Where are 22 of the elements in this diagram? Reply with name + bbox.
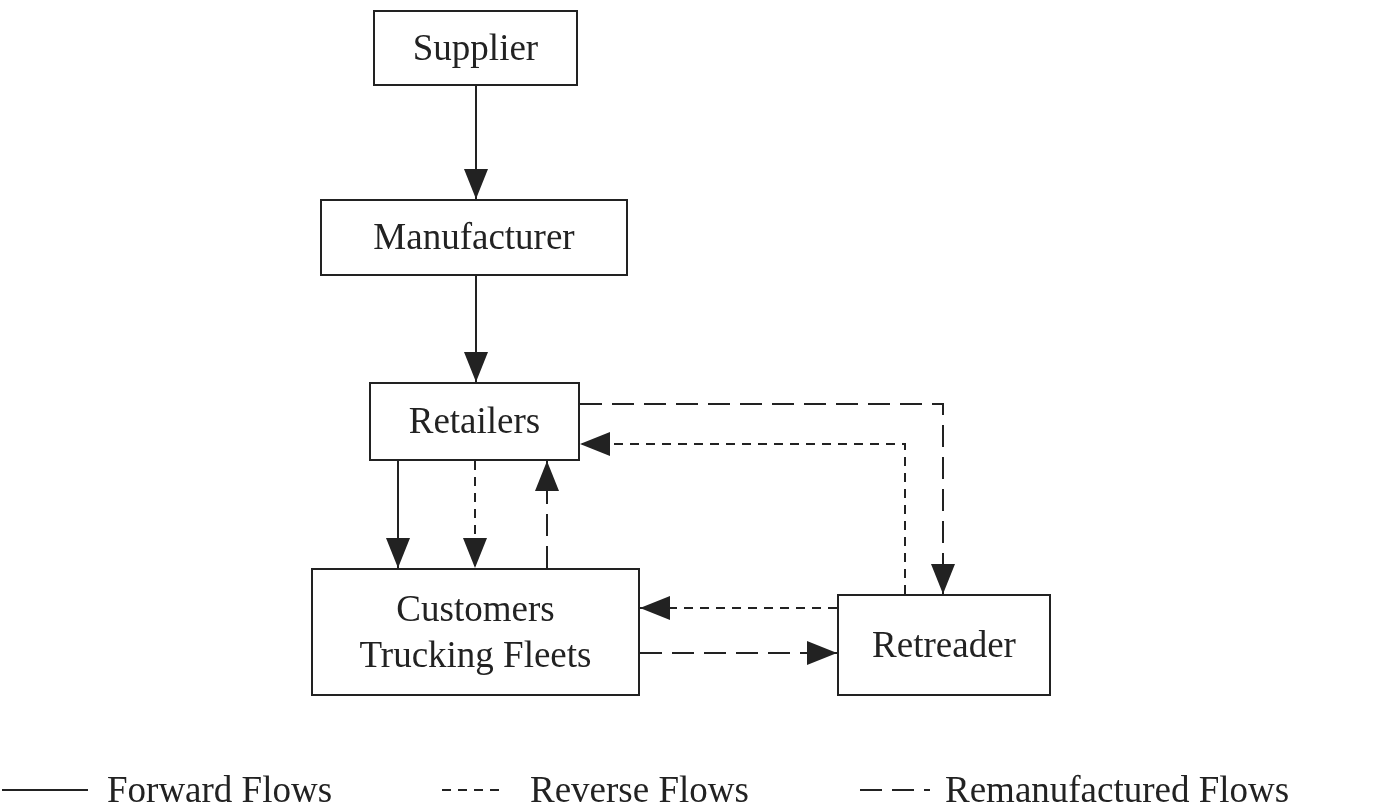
process-box	[369, 382, 580, 461]
arrow	[639, 596, 838, 620]
arrow	[639, 641, 838, 665]
arrow	[579, 403, 955, 595]
node-label: Retailers	[408, 399, 541, 444]
node-label: Customers Trucking Fleets	[358, 586, 593, 677]
node-label: Supplier	[412, 25, 539, 70]
arrow	[579, 432, 906, 595]
process-box	[320, 199, 628, 276]
arrow	[464, 85, 488, 200]
arrow	[535, 460, 559, 569]
arrow	[464, 275, 488, 383]
arrow	[463, 460, 487, 569]
node-label: Manufacturer	[373, 215, 575, 260]
process-box	[373, 10, 578, 86]
node-label: Retreader	[872, 622, 1016, 667]
legend-label: Reverse Flows	[530, 770, 749, 810]
process-box	[311, 568, 640, 696]
legend-label: Remanufactured Flows	[945, 770, 1290, 810]
process-box	[837, 594, 1051, 696]
legend-label: Forward Flows	[107, 770, 333, 810]
arrow	[386, 460, 410, 569]
